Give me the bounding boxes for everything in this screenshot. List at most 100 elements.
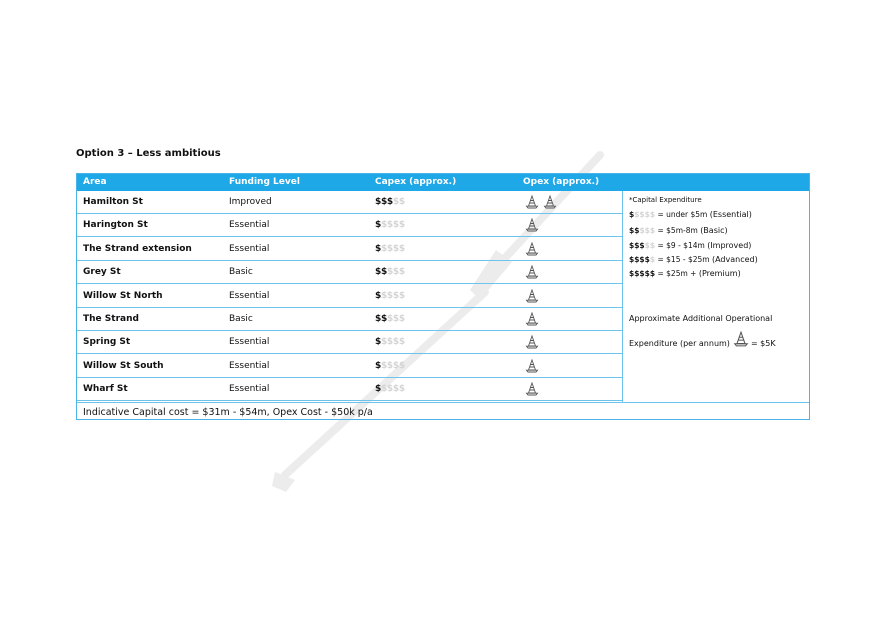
- row-capex-rating: $$$$$: [375, 244, 405, 254]
- legend-dollars-empty: $$$: [639, 226, 656, 235]
- legend-item: $$$$$ = under $5m (Essential): [629, 210, 752, 219]
- legend-level-label: (Premium): [698, 269, 741, 278]
- capex-dollars-empty: $$$$: [380, 243, 405, 254]
- traffic-cone-icon: [525, 335, 539, 349]
- legend-dollars-filled: $: [629, 210, 635, 219]
- row-area: Willow St North: [83, 290, 163, 301]
- row-capex-rating: $$$$$: [375, 220, 405, 230]
- row-opex-rating: [525, 265, 543, 279]
- capex-dollars-empty: $$$: [386, 314, 405, 324]
- legend-item: $$$$$ = $25m + (Premium): [629, 269, 741, 278]
- row-opex-rating: [525, 288, 543, 303]
- table-footer: Indicative Capital cost = $31m - $54m, O…: [77, 402, 809, 420]
- legend-dollars-filled: $$: [629, 226, 640, 235]
- capex-dollars-filled: $: [375, 337, 381, 348]
- row-capex-rating: $$$$$: [375, 384, 405, 394]
- row-area: The Strand: [83, 314, 139, 324]
- row-opex-rating: [525, 218, 543, 232]
- legend-level-label: (Improved): [707, 241, 752, 250]
- table-row: The Strand Basic $$$$$: [77, 308, 622, 331]
- traffic-cone-icon: [525, 358, 539, 373]
- row-capex-rating: $$$$$: [375, 314, 405, 324]
- legend-range: = $5m-8m: [657, 226, 698, 235]
- row-opex-rating: [525, 335, 543, 349]
- row-area: The Strand extension: [83, 243, 192, 254]
- row-area: Willow St South: [83, 360, 164, 371]
- legend-dollars-filled: $$$: [629, 241, 645, 250]
- header-capex: Capex (approx.): [375, 177, 457, 187]
- row-funding-level: Improved: [229, 197, 272, 207]
- legend-dollars-filled: $$$$$: [629, 269, 656, 278]
- legend-dollars-empty: $: [649, 255, 656, 264]
- row-funding-level: Essential: [229, 384, 270, 395]
- row-area: Hamilton St: [83, 197, 143, 207]
- capex-dollars-filled: $: [375, 290, 381, 301]
- row-funding-level: Basic: [229, 267, 253, 278]
- table-row: Hamilton St Improved $$$$$: [77, 191, 622, 214]
- row-funding-level: Basic: [229, 314, 253, 324]
- row-opex-rating: [525, 241, 543, 256]
- header-funding-level: Funding Level: [229, 177, 300, 187]
- row-area: Spring St: [83, 337, 131, 348]
- traffic-cone-icon: [525, 241, 539, 256]
- row-capex-rating: $$$$$: [375, 267, 405, 277]
- row-funding-level: Essential: [229, 290, 270, 301]
- row-area: Grey St: [83, 267, 121, 278]
- legend-dollars-empty: $$: [644, 241, 656, 250]
- capex-dollars-empty: $$$$: [380, 337, 405, 348]
- capex-dollars-filled: $: [375, 220, 381, 231]
- capex-dollars-empty: $$$$: [380, 220, 405, 231]
- legend-range: = $15 - $25m: [657, 255, 710, 264]
- capex-dollars-filled: $$: [375, 267, 387, 278]
- row-capex-rating: $$$$$: [375, 337, 405, 347]
- capex-dollars-filled: $: [375, 360, 381, 371]
- row-area: Wharf St: [83, 384, 128, 395]
- capex-dollars-filled: $$: [375, 314, 387, 324]
- row-funding-level: Essential: [229, 243, 270, 254]
- table-row: Willow St North Essential $$$$$: [77, 285, 622, 308]
- traffic-cone-icon: [525, 288, 539, 303]
- legend-level-label: (Basic): [700, 226, 728, 235]
- capex-dollars-filled: $$$: [375, 197, 393, 207]
- capex-dollars-empty: $$$$: [380, 384, 405, 395]
- table-header: Area Funding Level Capex (approx.) Opex …: [77, 174, 809, 191]
- opex-legend-value: = $5K: [750, 339, 776, 348]
- column-divider: [622, 191, 623, 402]
- traffic-cone-icon: [543, 195, 557, 209]
- row-opex-rating: [525, 195, 561, 209]
- legend-range: = $9 - $14m: [657, 241, 705, 250]
- table-row: Grey St Basic $$$$$: [77, 261, 622, 285]
- opex-legend-label: Expenditure (per annum): [629, 339, 730, 348]
- legend-dollars-filled: $$$$: [629, 255, 650, 264]
- footer-summary: Indicative Capital cost = $31m - $54m, O…: [83, 407, 373, 418]
- row-funding-level: Essential: [229, 360, 270, 371]
- traffic-cone-icon: [525, 312, 539, 326]
- legend-title: *Capital Expenditure: [629, 196, 702, 204]
- legend-level-label: (Advanced): [711, 255, 758, 264]
- header-opex: Opex (approx.): [523, 177, 600, 187]
- row-area: Harington St: [83, 220, 148, 231]
- row-opex-rating: [525, 358, 543, 373]
- table-row: The Strand extension Essential $$$$$: [77, 238, 622, 261]
- traffic-cone-icon: [525, 382, 539, 396]
- page-title: Option 3 – Less ambitious: [76, 148, 221, 159]
- legend-range: = $25m +: [657, 269, 697, 278]
- opex-legend-line2: Expenditure (per annum) = $5K: [629, 331, 776, 355]
- legend-range: = under $5m: [657, 210, 708, 219]
- legend-item: $$$$$ = $15 - $25m (Advanced): [629, 255, 758, 264]
- traffic-cone-icon: [525, 218, 539, 232]
- traffic-cone-icon: [733, 331, 749, 347]
- row-opex-rating: [525, 312, 543, 326]
- row-capex-rating: $$$$$: [375, 291, 405, 301]
- traffic-cone-icon: [525, 265, 539, 279]
- legend-item: $$$$$ = $5m-8m (Basic): [629, 226, 728, 235]
- row-funding-level: Essential: [229, 220, 270, 231]
- legend-level-label: (Essential): [709, 210, 752, 219]
- row-capex-rating: $$$$$: [375, 197, 405, 207]
- capex-dollars-empty: $$$$: [380, 290, 405, 301]
- table-row: Wharf St Essential $$$$$: [77, 378, 622, 402]
- legend-item: $$$$$ = $9 - $14m (Improved): [629, 241, 751, 250]
- capex-dollars-empty: $$: [392, 197, 405, 207]
